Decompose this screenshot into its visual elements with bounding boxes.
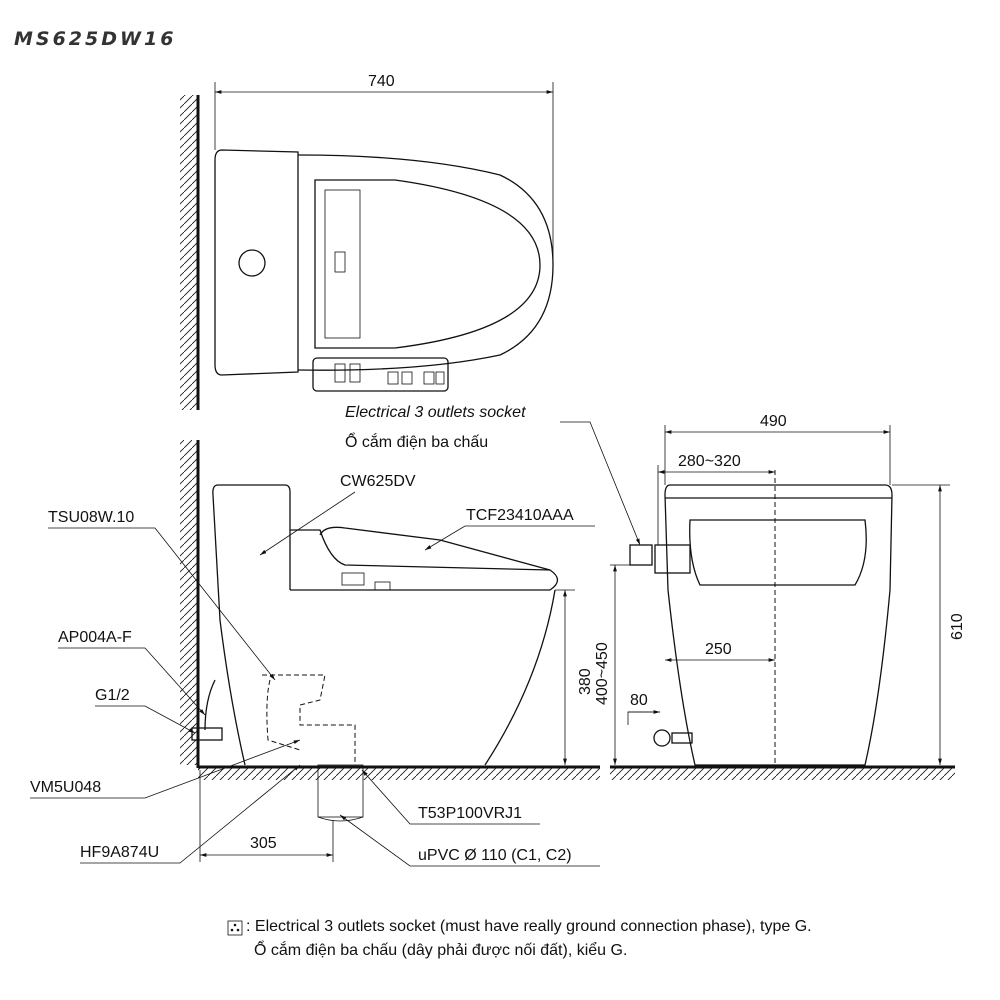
- label-upvc: uPVC Ø 110 (C1, C2): [418, 847, 572, 864]
- dim-490: 490: [760, 413, 787, 430]
- dim-400-450: 400~450: [594, 642, 611, 705]
- socket-label-en: Electrical 3 outlets socket: [345, 404, 526, 421]
- dim-280-320: 280~320: [678, 453, 741, 470]
- label-g12: G1/2: [95, 687, 130, 704]
- socket-label-vi: Ổ cắm điện ba chấu: [345, 432, 488, 451]
- dim-305: 305: [250, 835, 277, 852]
- footnote-line-1: : Electrical 3 outlets socket (must have…: [246, 918, 812, 935]
- dim-610: 610: [949, 613, 966, 640]
- label-cw625dv: CW625DV: [340, 473, 416, 490]
- label-tsu08w10: TSU08W.10: [48, 509, 134, 526]
- label-t53p100vrj1: T53P100VRJ1: [418, 805, 522, 822]
- model-number: MS625DW16: [14, 28, 176, 50]
- dim-380: 380: [577, 668, 594, 695]
- top-view: 740: [180, 73, 554, 410]
- front-view: 490 280~320 610 400~450 250 80: [594, 413, 966, 780]
- label-hf9a874u: HF9A874U: [80, 844, 159, 861]
- dim-740: 740: [368, 73, 395, 90]
- label-tcf23410aaa: TCF23410AAA: [466, 507, 574, 524]
- dim-80: 80: [630, 692, 648, 709]
- label-vm5u048: VM5U048: [30, 779, 101, 796]
- socket-icon: [227, 920, 243, 936]
- dim-250: 250: [705, 641, 732, 658]
- footnote-line-2: Ổ cắm điện ba chấu (dây phải được nối đấ…: [254, 942, 628, 959]
- label-ap004a-f: AP004A-F: [58, 629, 132, 646]
- side-view: 380 305 CW625DV TCF23410AAA TSU08W.10 AP…: [30, 404, 641, 867]
